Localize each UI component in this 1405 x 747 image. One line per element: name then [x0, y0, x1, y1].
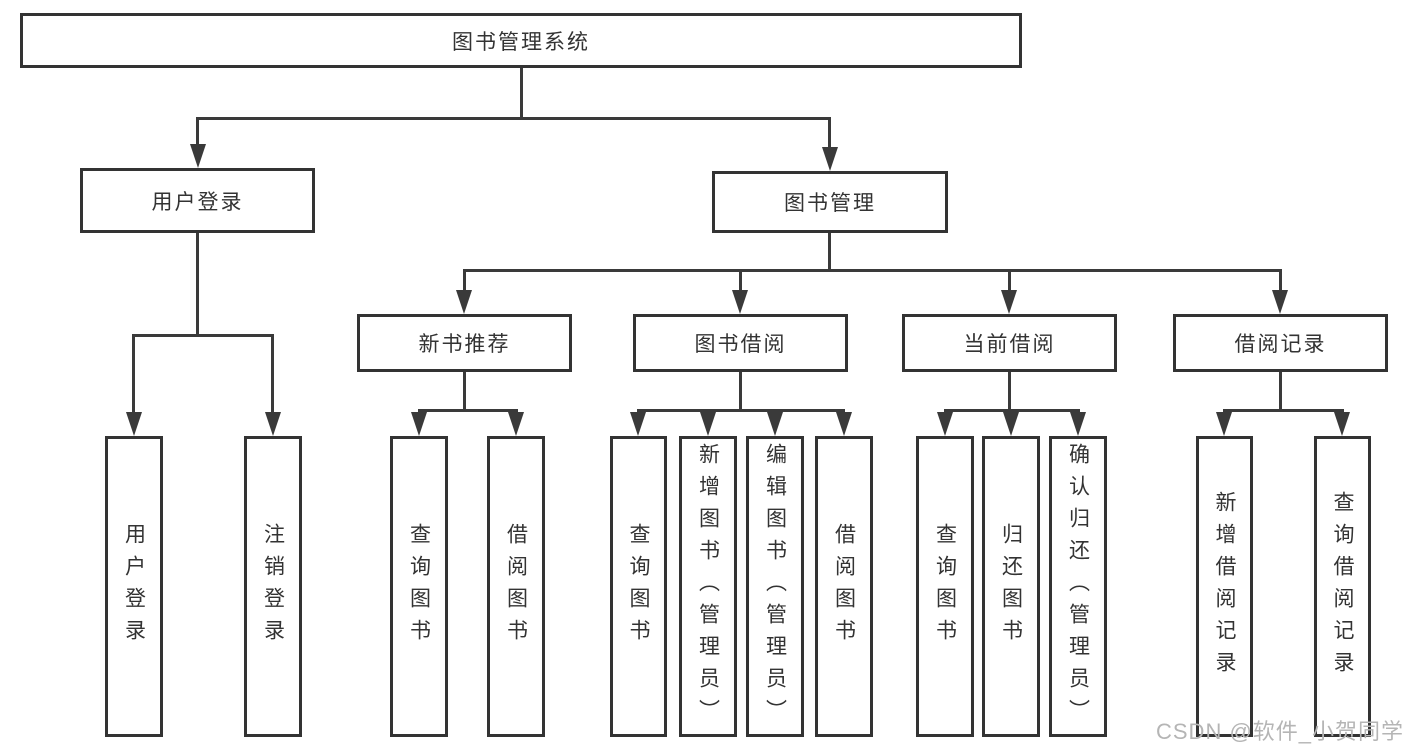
connector-line: [828, 117, 831, 149]
arrow-down-icon: [508, 412, 524, 436]
connector-line: [132, 334, 274, 337]
arrow-down-icon: [1070, 412, 1086, 436]
arrow-down-icon: [630, 412, 646, 436]
arrow-down-icon: [700, 412, 716, 436]
node-leaf-query-books-borrowing: 查询图书: [610, 436, 667, 737]
leaf-label: 新增借阅记录: [1213, 490, 1237, 683]
arrow-down-icon: [1003, 412, 1019, 436]
connector-line: [196, 233, 199, 335]
node-borrowing-records: 借阅记录: [1173, 314, 1388, 372]
leaf-label: 查询图书: [627, 522, 651, 651]
arrow-down-icon: [126, 412, 142, 436]
node-leaf-confirm-return-admin: 确认归还（管理员）: [1049, 436, 1107, 737]
leaf-label: 编辑图书（管理员）: [763, 442, 787, 731]
connector-line: [196, 117, 199, 146]
leaf-label: 新增图书（管理员）: [696, 442, 720, 731]
node-root-system: 图书管理系统: [20, 13, 1022, 68]
node-leaf-query-borrow-record: 查询借阅记录: [1314, 436, 1371, 737]
leaf-label: 注销登录: [261, 522, 285, 651]
leaf-label: 确认归还（管理员）: [1066, 442, 1090, 731]
connector-line: [1223, 409, 1344, 412]
connector-line: [1279, 372, 1282, 412]
leaf-label: 查询图书: [407, 522, 431, 651]
arrow-down-icon: [456, 290, 472, 314]
leaf-label: 查询借阅记录: [1331, 490, 1355, 683]
arrow-down-icon: [265, 412, 281, 436]
connector-line: [1008, 269, 1011, 293]
leaf-label: 借阅图书: [832, 522, 856, 651]
connector-line: [828, 233, 831, 272]
node-user-login-branch: 用户登录: [80, 168, 315, 233]
arrow-down-icon: [190, 144, 206, 168]
arrow-down-icon: [1001, 290, 1017, 314]
connector-line: [463, 269, 1282, 272]
node-leaf-add-borrow-record: 新增借阅记录: [1196, 436, 1253, 737]
node-leaf-logout-login: 注销登录: [244, 436, 302, 737]
connector-line: [196, 117, 831, 120]
connector-line: [271, 334, 274, 414]
node-leaf-edit-books-admin: 编辑图书（管理员）: [746, 436, 804, 737]
connector-line: [463, 269, 466, 293]
connector-line: [637, 409, 845, 412]
node-leaf-add-books-admin: 新增图书（管理员）: [679, 436, 737, 737]
leaf-label: 查询图书: [933, 522, 957, 651]
connector-line: [463, 372, 466, 412]
connector-line: [1279, 269, 1282, 293]
arrow-down-icon: [411, 412, 427, 436]
leaf-label: 借阅图书: [504, 522, 528, 651]
connector-line: [1008, 372, 1011, 412]
arrow-down-icon: [732, 290, 748, 314]
arrow-down-icon: [937, 412, 953, 436]
node-book-borrowing: 图书借阅: [633, 314, 848, 372]
arrow-down-icon: [822, 147, 838, 171]
node-leaf-query-books-current: 查询图书: [916, 436, 974, 737]
connector-line: [739, 372, 742, 412]
connector-line: [418, 409, 518, 412]
leaf-label: 用户登录: [122, 522, 146, 651]
node-leaf-return-books: 归还图书: [982, 436, 1040, 737]
connector-line: [944, 409, 1080, 412]
arrow-down-icon: [1216, 412, 1232, 436]
arrow-down-icon: [1272, 290, 1288, 314]
connector-line: [132, 334, 135, 414]
leaf-label: 归还图书: [999, 522, 1023, 651]
node-leaf-borrow-books: 借阅图书: [815, 436, 873, 737]
node-book-management-branch: 图书管理: [712, 171, 948, 233]
connector-line: [739, 269, 742, 293]
node-new-book-recommend: 新书推荐: [357, 314, 572, 372]
arrow-down-icon: [767, 412, 783, 436]
node-current-borrowing: 当前借阅: [902, 314, 1117, 372]
arrow-down-icon: [1334, 412, 1350, 436]
arrow-down-icon: [836, 412, 852, 436]
node-leaf-user-login: 用户登录: [105, 436, 163, 737]
connector-line: [520, 68, 523, 120]
node-leaf-query-books-recommend: 查询图书: [390, 436, 448, 737]
csdn-watermark: CSDN @软件_小贺同学: [1156, 719, 1405, 744]
node-leaf-borrow-books-recommend: 借阅图书: [487, 436, 545, 737]
